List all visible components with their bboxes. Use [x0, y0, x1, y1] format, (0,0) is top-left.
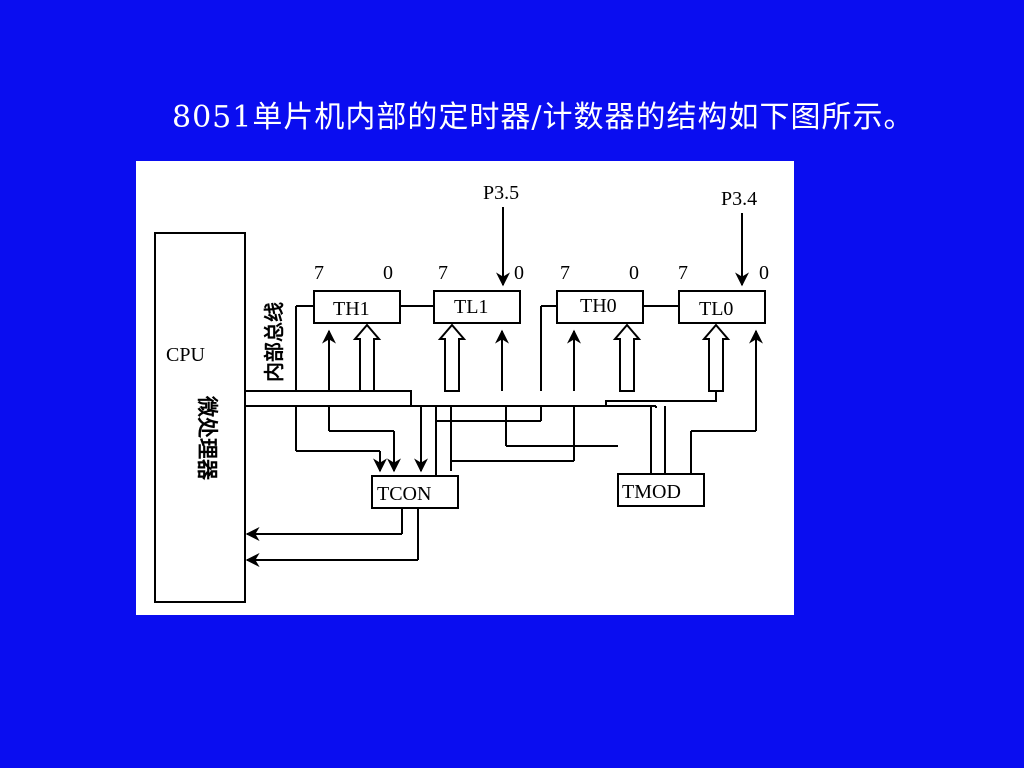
th1-register: [313, 290, 401, 324]
diagram-canvas: CPU 微处理器 内部总线 TH1 TL1 TH0 TL0 TCON TMOD …: [154, 182, 769, 603]
cpu-sublabel: 微处理器: [195, 395, 219, 481]
th0-label: TH0: [580, 295, 617, 317]
tmod-register: [617, 473, 705, 507]
pin-p34-label: P3.4: [721, 188, 757, 210]
cpu-block: [154, 232, 246, 603]
bit-label: 7: [314, 262, 324, 284]
tl1-register: [433, 290, 521, 324]
bus-label: 内部总线: [262, 302, 286, 382]
pin-p35-label: P3.5: [483, 182, 519, 204]
bus-wiring: [245, 305, 763, 567]
tl1-label: TL1: [454, 296, 488, 318]
slide-title: 8051单片机内部的定时器/计数器的结构如下图所示。: [172, 100, 915, 135]
tcon-label: TCON: [377, 483, 431, 505]
tmod-label: TMOD: [622, 481, 681, 503]
bit-label: 7: [560, 262, 570, 284]
bit-label: 0: [759, 262, 769, 284]
th1-label: TH1: [333, 298, 370, 320]
tl0-label: TL0: [699, 298, 733, 320]
bit-label: 0: [629, 262, 639, 284]
tcon-register: [371, 475, 459, 509]
bit-label: 7: [678, 262, 688, 284]
bus-to-register-arrows: [352, 323, 731, 392]
bit-label: 0: [383, 262, 393, 284]
bit-label: 7: [438, 262, 448, 284]
tl0-register: [678, 290, 766, 324]
timer-structure-diagram: CPU 微处理器 内部总线 TH1 TL1 TH0 TL0 TCON TMOD …: [136, 161, 794, 615]
bit-label: 0: [514, 262, 524, 284]
cpu-label: CPU: [166, 344, 205, 366]
